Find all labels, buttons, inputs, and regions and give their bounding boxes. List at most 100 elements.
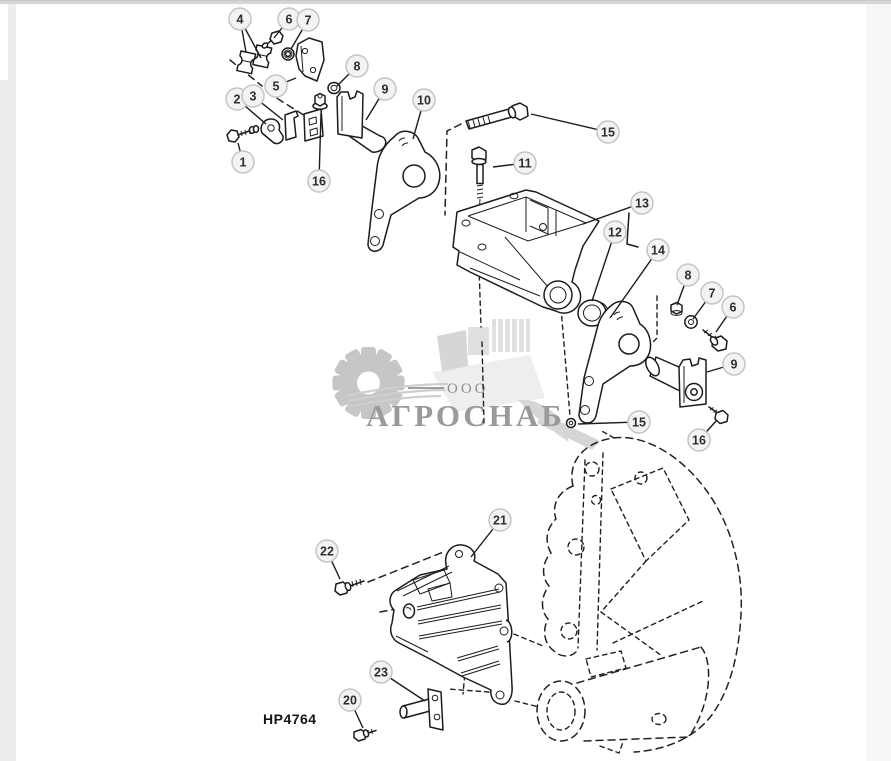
callout-circle [373, 77, 397, 101]
callout-leader-line [591, 231, 616, 302]
callout-15-11: 15 [596, 120, 620, 144]
callout-number: 7 [709, 286, 716, 300]
callout-number: 20 [343, 693, 357, 707]
callout-16-21: 16 [687, 428, 711, 452]
callout-8-16: 8 [676, 263, 700, 287]
callout-number: 7 [305, 13, 312, 27]
watermark-org-type: ООО [447, 381, 489, 397]
left-gutter [0, 4, 16, 761]
callout-7-2: 7 [296, 8, 320, 32]
callout-number: 10 [417, 93, 431, 107]
callout-23-24: 23 [369, 660, 393, 684]
callout-number: 8 [354, 59, 361, 73]
callout-number: 23 [374, 665, 388, 679]
bolt-6-right [702, 329, 728, 352]
callout-16-10: 16 [307, 169, 331, 193]
washer-15-mid [565, 417, 577, 429]
callout-number: 14 [651, 243, 665, 257]
callout-12-14: 12 [603, 220, 627, 244]
callout-circle [596, 120, 620, 144]
callout-number: 6 [286, 12, 293, 26]
washer-7-right [684, 315, 698, 329]
callout-3-8: 3 [241, 84, 265, 108]
callout-circle [241, 84, 265, 108]
callout-circle [228, 7, 252, 31]
bolt-22 [334, 578, 365, 596]
callout-leader-line [530, 113, 609, 133]
callout-circle [264, 74, 288, 98]
callout-5-6: 5 [264, 74, 288, 98]
callout-21-22: 21 [488, 508, 512, 532]
sheet-code: HP4764 [263, 711, 317, 727]
callout-circle [676, 263, 700, 287]
callout-circle [338, 688, 362, 712]
pivot-pin-9-top [336, 90, 387, 153]
callout-circle [700, 281, 724, 305]
callout-circle [345, 54, 369, 78]
callout-6-18: 6 [721, 295, 745, 319]
callout-circle [369, 660, 393, 684]
shim-plate-3 [284, 108, 324, 142]
callout-number: 9 [731, 357, 738, 371]
callout-leader-line [609, 249, 659, 319]
callout-number: 12 [608, 225, 622, 239]
bolt-20 [353, 728, 377, 742]
callout-number: 16 [312, 174, 326, 188]
callout-circle [307, 169, 331, 193]
callout-number: 15 [601, 125, 615, 139]
callout-number: 4 [237, 12, 244, 26]
callout-4-0: 4 [228, 7, 252, 31]
callout-circle [231, 150, 255, 174]
support-lever-10 [367, 130, 441, 252]
callout-22-23: 22 [315, 539, 339, 563]
callout-number: 3 [250, 89, 257, 103]
callout-circle [646, 238, 670, 262]
nut-8-right [670, 301, 683, 316]
callout-number: 5 [273, 79, 280, 93]
bolt-15-top [465, 102, 529, 130]
harvester-icon [345, 319, 600, 450]
callout-number: 6 [730, 300, 737, 314]
callout-20-25: 20 [338, 688, 362, 712]
watermark-logo: ООО АГРОСНАБ [332, 319, 600, 450]
callout-circle [488, 508, 512, 532]
bolt-16-right [708, 406, 729, 425]
bolt-6-top [261, 30, 284, 49]
callout-15-20: 15 [627, 410, 651, 434]
right-gutter [866, 4, 891, 761]
callout-11-12: 11 [513, 151, 537, 175]
callout-circle [315, 539, 339, 563]
callout-13-13: 13 [630, 191, 654, 215]
callout-circle [627, 410, 651, 434]
pivot-pin-9-right [644, 356, 707, 408]
flanged-nut-16-top [312, 92, 328, 110]
callout-circle [630, 191, 654, 215]
callout-number: 13 [635, 196, 649, 210]
callout-number: 8 [685, 268, 692, 282]
mount-bracket-21 [389, 544, 513, 705]
callout-14-15: 14 [646, 238, 670, 262]
angle-bracket-2 [260, 118, 284, 145]
callout-9-19: 9 [722, 352, 746, 376]
callout-number: 21 [493, 513, 507, 527]
callout-7-17: 7 [700, 281, 724, 305]
callout-number: 11 [518, 156, 531, 170]
callout-circle [412, 88, 436, 112]
bolt-1 [226, 124, 260, 143]
callout-circle [722, 352, 746, 376]
gear-icon [332, 347, 405, 419]
callout-1-9: 1 [231, 150, 255, 174]
left-white-patch [0, 4, 8, 80]
callout-number: 22 [320, 544, 334, 558]
callout-circle [687, 428, 711, 452]
callout-circle [513, 151, 537, 175]
top-border-bar [0, 0, 891, 4]
watermark-brand-name: АГРОСНАБ [366, 398, 565, 433]
callout-circle [296, 8, 320, 32]
washer-7-top [281, 47, 295, 61]
callout-number: 1 [240, 155, 247, 169]
dowel-pin-23 [399, 688, 444, 731]
